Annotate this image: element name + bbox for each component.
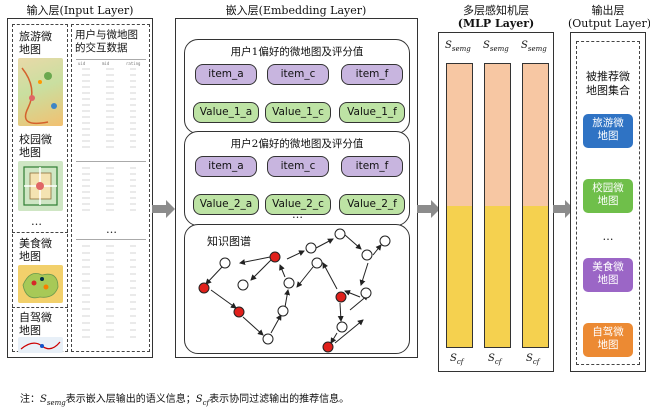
kg-node bbox=[283, 277, 295, 289]
map-divider bbox=[12, 232, 68, 233]
input-layer-panel: 旅游微 地图 校园微 地图 … 美食微 地图 bbox=[7, 18, 153, 358]
output-item-drive: 自驾微 地图 bbox=[583, 323, 633, 357]
kg-node bbox=[336, 321, 348, 333]
kg-node-highlight bbox=[322, 341, 334, 353]
travel-map-icon bbox=[21, 67, 57, 125]
mlp-title-cn: 多层感知机层 bbox=[463, 4, 529, 17]
col-rating: rating bbox=[126, 61, 141, 66]
kg-node bbox=[277, 305, 289, 317]
kg-node-highlight bbox=[269, 251, 281, 263]
semg-label: Ssemg bbox=[521, 40, 547, 53]
kg-node bbox=[219, 257, 231, 269]
arrow-mlp-to-output bbox=[553, 200, 574, 218]
user-ellipsis: … bbox=[292, 208, 303, 221]
user1-preference-box: 用户1偏好的微地图及评分值 item_a item_c item_f Value… bbox=[184, 39, 410, 134]
table-ellipsis: … bbox=[106, 223, 117, 236]
user1-value-a: Value_1_a bbox=[193, 102, 259, 123]
user1-item-f: item_f bbox=[341, 64, 403, 85]
kg-node bbox=[361, 249, 373, 261]
output-ellipsis: … bbox=[602, 230, 614, 243]
arrow-embedding-to-mlp bbox=[417, 200, 440, 218]
table-rows-graphic bbox=[82, 245, 136, 338]
col-mid: mid bbox=[102, 61, 110, 66]
kg-node-highlight bbox=[198, 282, 210, 294]
output-title-en: (Output Layer) bbox=[568, 17, 650, 30]
rating-table-3 bbox=[76, 239, 146, 349]
interaction-data-title: 用户与微地图 的交互数据 bbox=[75, 29, 138, 54]
mlp-column-2 bbox=[484, 63, 511, 348]
footnote: 注：Ssemg表示嵌入层输出的语义信息；Scf表示协同过滤输出的推荐信息。 bbox=[20, 394, 350, 407]
map-label-travel: 旅游微 地图 bbox=[19, 30, 52, 56]
map-label-drive: 自驾微 地图 bbox=[19, 311, 52, 337]
kg-node bbox=[237, 279, 249, 291]
table-rows-graphic bbox=[82, 68, 136, 148]
cf-label: Scf bbox=[526, 353, 540, 366]
user2-value-a: Value_2_a bbox=[193, 194, 259, 215]
input-layer-title: 输入层(Input Layer) bbox=[26, 4, 134, 17]
arrow-input-to-embedding bbox=[152, 200, 175, 218]
mlp-layer-title: 多层感知机层 (MLP Layer) bbox=[440, 4, 552, 30]
campus-map-icon bbox=[23, 166, 58, 206]
user1-value-c: Value_1_c bbox=[265, 102, 331, 123]
kg-node bbox=[334, 228, 346, 240]
user2-item-f: item_f bbox=[341, 156, 403, 177]
user1-item-a: item_a bbox=[195, 64, 257, 85]
embedding-layer-panel: 用户1偏好的微地图及评分值 item_a item_c item_f Value… bbox=[175, 18, 418, 358]
food-map-image bbox=[18, 265, 63, 303]
output-layer-panel: 被推荐微 地图集合 旅游微 地图 校园微 地图 … 美食微 地图 自驾微 地图 bbox=[570, 32, 646, 372]
drive-map-icon bbox=[20, 341, 61, 350]
cf-label: Scf bbox=[450, 353, 464, 366]
user2-item-a: item_a bbox=[195, 156, 257, 177]
user1-item-c: item_c bbox=[267, 64, 329, 85]
output-layer-title: 输出层 (Output Layer) bbox=[568, 4, 650, 30]
recommended-set-heading: 被推荐微 地图集合 bbox=[586, 70, 630, 97]
knowledge-graph-box: 知识图谱 bbox=[184, 224, 410, 354]
knowledge-graph-title: 知识图谱 bbox=[207, 235, 251, 248]
user2-value-f: Value_2_f bbox=[339, 194, 405, 215]
mlp-layer-panel: Ssemg Scf Ssemg Scf Ssemg Scf bbox=[438, 32, 554, 372]
kg-node-highlight bbox=[233, 306, 245, 318]
cf-label: Scf bbox=[488, 353, 502, 366]
kg-node-highlight bbox=[335, 291, 347, 303]
map-list: 旅游微 地图 校园微 地图 … 美食微 地图 bbox=[12, 24, 68, 353]
drive-map-image bbox=[18, 337, 63, 353]
kg-node bbox=[379, 235, 391, 247]
knowledge-graph-diagram bbox=[198, 228, 391, 353]
mlp-column-3 bbox=[522, 63, 549, 348]
travel-map-image bbox=[18, 58, 63, 126]
user1-title: 用户1偏好的微地图及评分值 bbox=[230, 46, 364, 58]
kg-node bbox=[262, 333, 274, 345]
kg-node bbox=[311, 257, 323, 269]
kg-node bbox=[360, 287, 372, 299]
map-label-food: 美食微 地图 bbox=[19, 237, 52, 263]
semg-label: Ssemg bbox=[445, 40, 471, 53]
output-item-travel: 旅游微 地图 bbox=[583, 114, 633, 148]
mlp-column-1 bbox=[446, 63, 473, 348]
user2-item-c: item_c bbox=[267, 156, 329, 177]
mlp-title-en: (MLP Layer) bbox=[457, 17, 535, 30]
user2-title: 用户2偏好的微地图及评分值 bbox=[230, 138, 364, 150]
col-uid: uid bbox=[78, 61, 86, 66]
table-rows-graphic bbox=[82, 167, 136, 211]
embedding-layer-title: 嵌入层(Embedding Layer) bbox=[225, 4, 367, 17]
user1-value-f: Value_1_f bbox=[339, 102, 405, 123]
campus-map-image bbox=[18, 161, 63, 211]
map-divider bbox=[12, 307, 68, 308]
output-item-food: 美食微 地图 bbox=[583, 258, 633, 292]
output-item-campus: 校园微 地图 bbox=[583, 179, 633, 213]
rating-table-2 bbox=[76, 161, 146, 221]
semg-label: Ssemg bbox=[483, 40, 509, 53]
food-map-icon bbox=[22, 272, 59, 299]
kg-node bbox=[305, 242, 317, 254]
user2-value-c: Value_2_c bbox=[265, 194, 331, 215]
map-ellipsis: … bbox=[31, 215, 42, 228]
interaction-data-panel: 用户与微地图 的交互数据 uid mid rating bbox=[71, 24, 150, 352]
user2-preference-box: 用户2偏好的微地图及评分值 item_a item_c item_f Value… bbox=[184, 131, 410, 226]
recommended-set-box: 被推荐微 地图集合 旅游微 地图 校园微 地图 … 美食微 地图 自驾微 地图 bbox=[576, 41, 640, 365]
map-label-campus: 校园微 地图 bbox=[19, 133, 52, 159]
rating-table-1: uid mid rating bbox=[76, 59, 146, 155]
output-title-cn: 输出层 bbox=[591, 4, 625, 17]
